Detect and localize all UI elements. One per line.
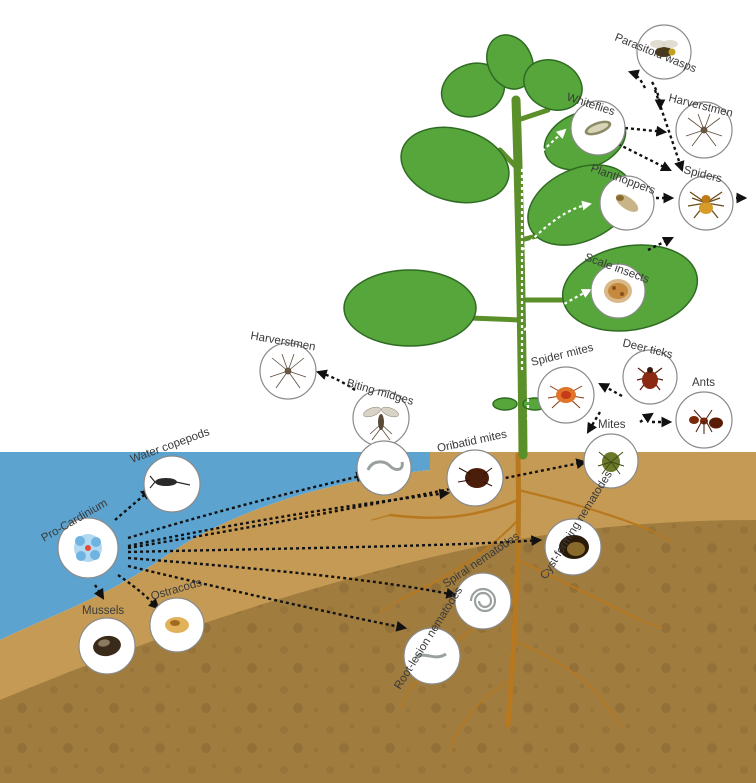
node-root-lesion-nematodes — [403, 627, 461, 685]
copepod-icon — [149, 475, 191, 489]
spider-mite-icon — [547, 385, 585, 409]
whitefly-icon — [584, 120, 612, 136]
ant-icon — [689, 409, 723, 434]
arrows-predation — [315, 69, 748, 434]
harvestman-icon — [269, 353, 307, 389]
node-biting-midges — [352, 389, 410, 447]
node-harverstmen-top — [675, 101, 733, 159]
ostracod-icon — [165, 617, 189, 633]
node-mites — [583, 433, 639, 489]
node-ants — [675, 391, 733, 449]
mussel-icon — [93, 635, 121, 657]
label-ants: Ants — [692, 377, 715, 389]
label-mussels: Mussels — [82, 605, 124, 617]
node-planthoppers — [599, 175, 655, 231]
midge-icon — [363, 406, 399, 441]
oribatid-mite-icon — [457, 467, 493, 488]
node-oribatid-mites — [446, 449, 504, 507]
node-pro-cardinium — [57, 517, 119, 579]
node-deer-ticks — [622, 349, 678, 405]
node-cyst-forming-nematodes — [544, 518, 602, 576]
wasp-icon — [650, 40, 678, 57]
cyst-icon — [559, 535, 589, 559]
arrows-stem-transmission — [520, 128, 592, 420]
node-scale-insects — [590, 263, 646, 319]
spider-icon — [687, 191, 725, 219]
arrows-pro-cardinium — [93, 458, 588, 632]
node-harverstmen-left — [259, 342, 317, 400]
node-parasitoid-wasps — [636, 24, 692, 80]
planthopper-icon — [615, 194, 639, 212]
nematode-icon — [366, 460, 404, 471]
node-whiteflies — [570, 100, 626, 156]
tick-icon — [636, 367, 664, 391]
bacteria-icon — [74, 534, 102, 562]
spiral-nematode-icon — [469, 587, 497, 613]
mite-icon — [597, 451, 625, 475]
soil-texture — [0, 520, 756, 783]
node-spiders — [678, 175, 734, 231]
node-spiral-nematodes — [454, 572, 512, 630]
node-ostracods — [149, 597, 205, 653]
plant-stem — [511, 95, 528, 460]
scale-insect-icon — [604, 279, 632, 303]
node-water-copepods — [143, 455, 201, 513]
label-spider-mites: Spider mites — [530, 342, 595, 369]
harvestman-icon — [685, 113, 723, 147]
lesion-nematode-icon — [414, 652, 447, 660]
node-nematode-cyst — [356, 440, 412, 496]
node-mussels — [78, 617, 136, 675]
plant-leaves — [343, 34, 699, 411]
water-area — [0, 452, 430, 640]
node-spider-mites — [537, 366, 595, 424]
label-mites: Mites — [598, 419, 626, 431]
